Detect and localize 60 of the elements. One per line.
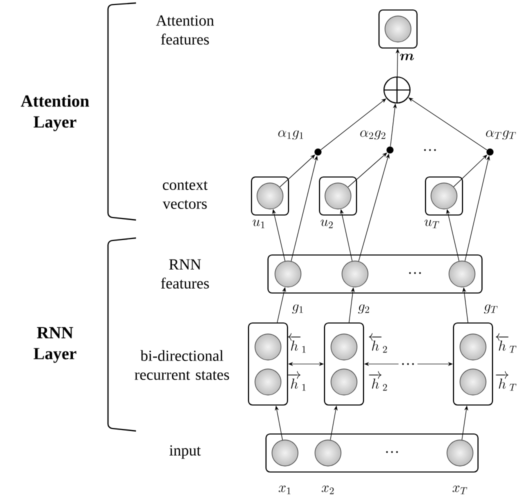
vector-box [424,176,464,216]
variable-label: $x_2$ [322,486,334,494]
row-label: context vectors [162,181,208,209]
neuron-circle [430,182,458,210]
sum-circle [383,76,411,104]
arrow [453,154,488,188]
variable-label: $\overrightarrow{h}_2$ [368,371,387,391]
variable-label: $u_T$ [424,220,440,228]
vector-box [378,9,418,49]
neuron-circle [256,182,284,210]
vector-box [248,322,288,406]
junction-dot [386,146,394,154]
variable-label: $\overleftarrow{h}_T$ [496,333,516,353]
neuron-circle [446,440,474,466]
variable-label: $x_T$ [452,486,468,494]
row-label: Attention features [156,15,214,45]
neuron-circle [272,440,298,466]
vector-box [324,322,364,406]
vector-box [267,254,483,294]
variable-label: $x_1$ [278,486,290,494]
row-label: RNN features [161,259,209,289]
vector-box [452,322,494,406]
row-label: input [169,445,201,459]
neuron-circle [254,368,282,396]
ellipsis: … [424,149,436,151]
neuron-circle [330,368,358,396]
variable-label: $\overleftarrow{h}_1$ [288,333,306,353]
variable-label: $\overrightarrow{h}_T$ [496,371,516,391]
neuron-circle [330,334,358,360]
variable-label: $g_T$ [484,304,498,314]
layer-label: RNN Layer [34,327,76,363]
variable-label: $g_1$ [292,304,303,314]
variable-label: $g_2$ [358,304,370,314]
vector-box [265,433,479,473]
edge-label: $\alpha_2 g_2$ [360,130,386,140]
row-label: bi-directional recurrent states [134,350,230,380]
arrow [272,209,286,262]
neuron-circle [460,368,486,396]
neuron-circle [324,182,352,210]
edge-label: … [398,361,418,367]
arrow [446,209,460,262]
neuron-circle [448,260,476,288]
variable-label: $\overrightarrow{h}_1$ [288,371,306,391]
neuron-circle [314,440,342,466]
ellipsis: … [386,451,398,453]
edge-label: $\boldsymbol{m}$ [400,54,414,60]
neuron-circle [460,334,486,360]
edge-label: $\alpha_T g_T$ [486,130,516,140]
layer-label: Attention Layer [20,94,90,132]
neuron-circle [384,16,412,42]
variable-label: $u_1$ [252,220,264,228]
variable-label: $\overleftarrow{h}_2$ [368,333,387,353]
ellipsis: … [409,272,421,274]
variable-label: $u_2$ [320,220,333,228]
edge-label: $\alpha_1 g_1$ [278,130,303,140]
vector-box [318,176,358,216]
neuron-circle [274,260,302,288]
neuron-circle [254,334,282,360]
vector-box [250,176,290,216]
neuron-circle [342,260,368,288]
